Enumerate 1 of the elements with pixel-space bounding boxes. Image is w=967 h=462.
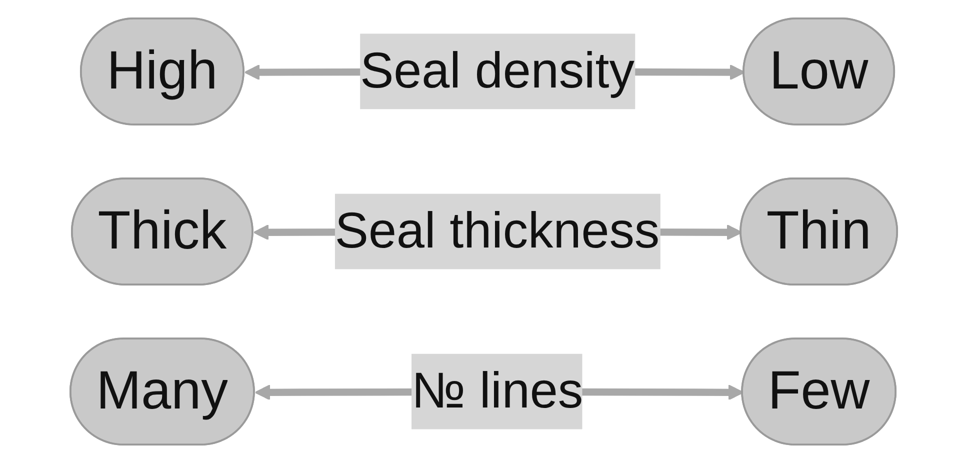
diagram: Seal density Seal thickness № lines High Low Thick Thin Many Few: [56, 4, 912, 458]
